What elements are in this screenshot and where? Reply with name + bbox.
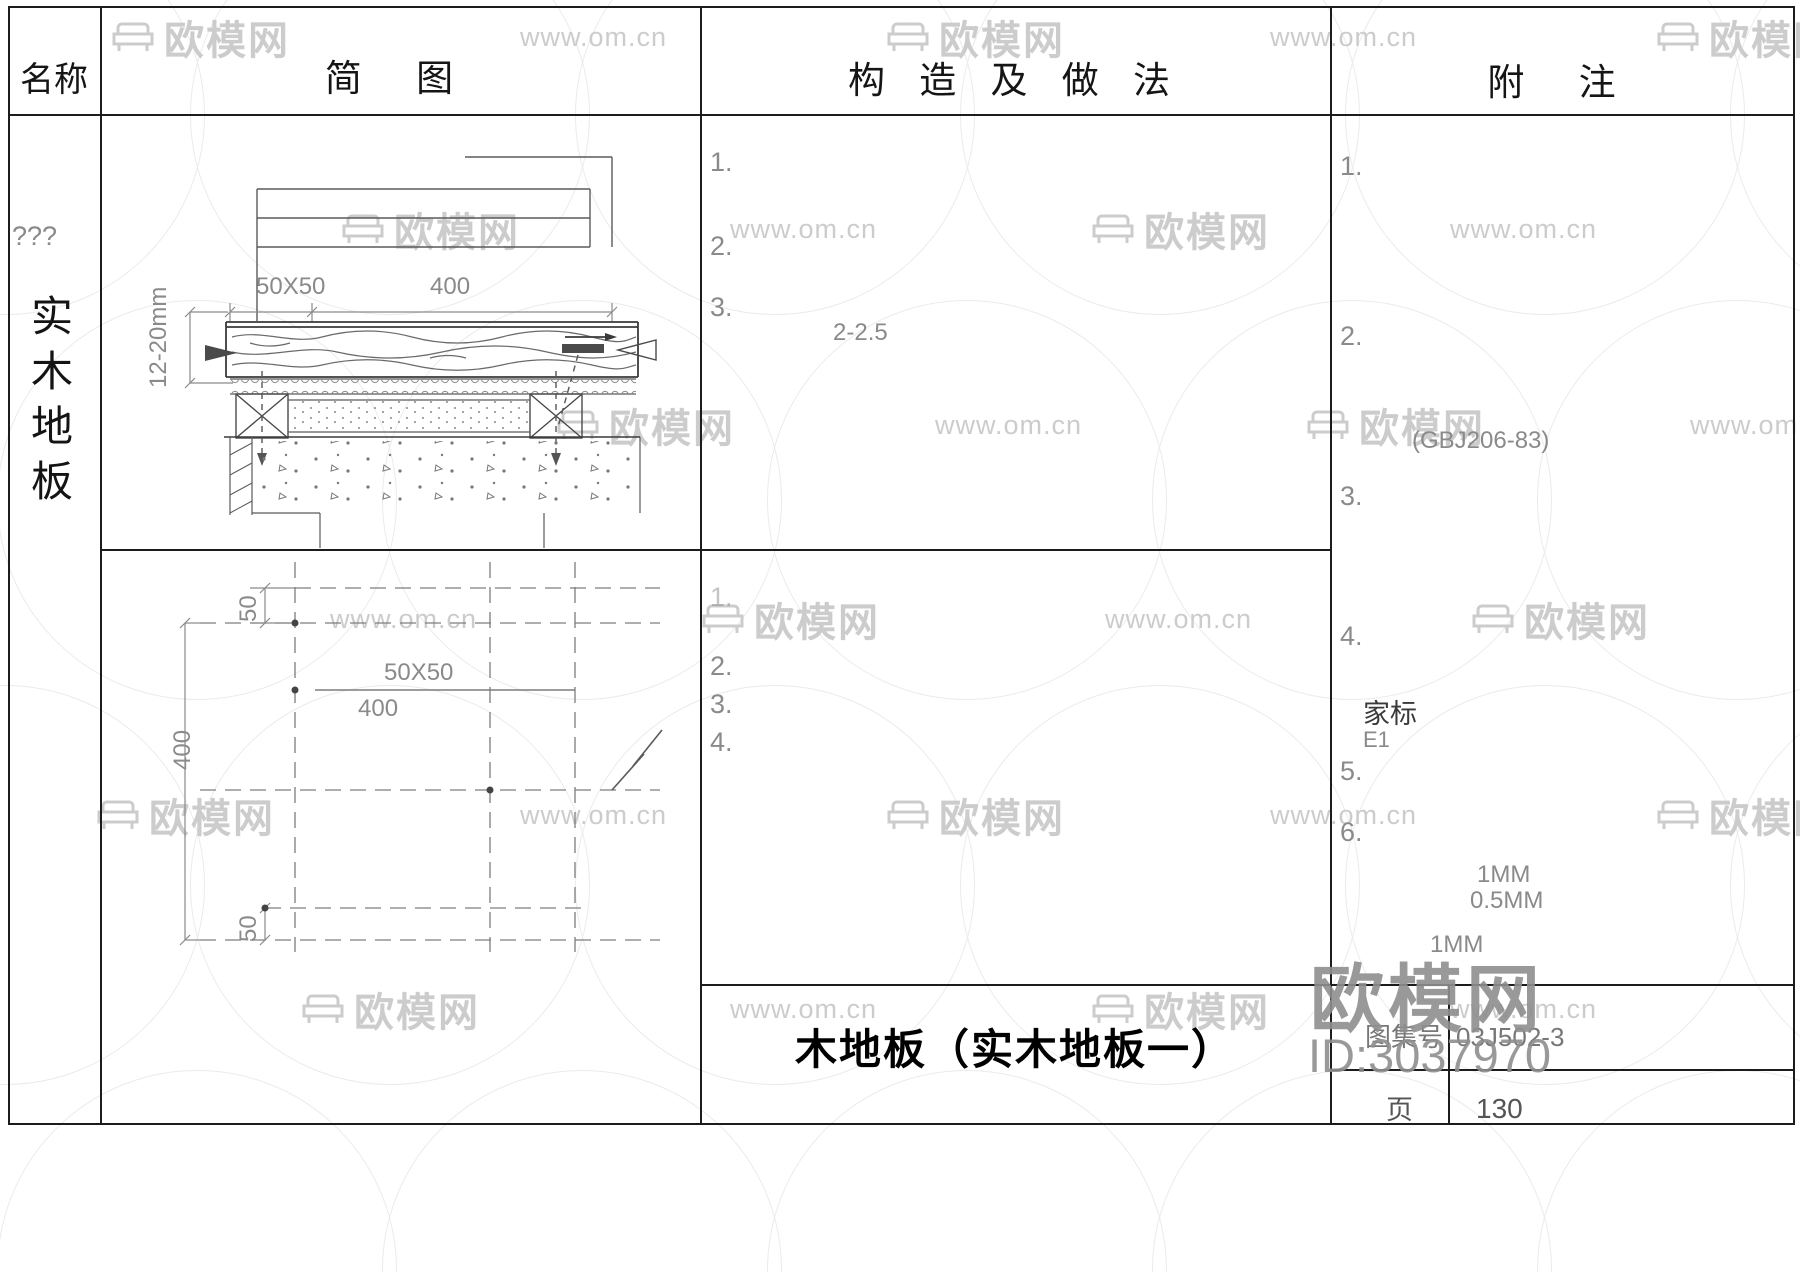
watermark-circle xyxy=(767,300,1167,700)
notes-gbj-code: (GBJ206-83) xyxy=(1412,427,1550,454)
method-top-item-2: 2. xyxy=(710,231,733,261)
notes-item-2: 2. xyxy=(1340,321,1363,351)
plan-grid-dashed xyxy=(200,562,660,952)
plan-break-mark xyxy=(611,729,663,791)
plan-dim-bottom: 50 xyxy=(235,915,262,942)
section-dim-span: 400 xyxy=(430,273,471,300)
plan-dimensions xyxy=(179,582,295,946)
watermark-circle xyxy=(1537,300,1800,700)
border-right xyxy=(1793,6,1795,1125)
name-char-1: 实 xyxy=(30,293,73,340)
notes-item-3: 3. xyxy=(1340,481,1363,511)
section-detail-drawing xyxy=(184,156,657,548)
col-divider-name xyxy=(100,6,102,1125)
annotation-leader-lines xyxy=(256,156,613,321)
notes-mm-c: 1MM xyxy=(1430,931,1484,958)
header-divider xyxy=(8,114,1795,116)
border-top xyxy=(8,6,1795,8)
plan-dim-batten: 50X50 xyxy=(384,659,454,686)
plan-detail-drawing xyxy=(179,562,663,952)
notes-item-1: 1. xyxy=(1340,151,1363,181)
section-thickness-dimension xyxy=(184,306,233,389)
header-name: 名称 xyxy=(20,61,88,99)
section-dim-batten: 50X50 xyxy=(256,273,326,300)
notes-standard: 家标 xyxy=(1363,699,1417,729)
section-dim-thickness: 12-20mm xyxy=(145,286,172,388)
plan-dim-h: 400 xyxy=(358,695,399,722)
method-top-item-1: 1. xyxy=(710,147,733,177)
watermark-brand-large: 欧模网 xyxy=(1310,958,1544,1041)
sheet-title: 木地板（实木地板一） xyxy=(794,1026,1235,1073)
floor-boards-outline xyxy=(225,321,639,378)
notes-mm-a: 1MM xyxy=(1477,861,1531,888)
name-char-3: 地 xyxy=(30,403,73,450)
watermark-circle xyxy=(1730,0,1800,315)
header-notes: 附 注 xyxy=(1487,62,1638,103)
col-divider-notes xyxy=(1330,6,1332,1125)
name-unknown-text: ??? xyxy=(12,221,58,251)
break-mark-left xyxy=(205,345,237,361)
underlay-layer xyxy=(230,378,636,395)
name-char-4: 板 xyxy=(30,458,73,505)
atlas-label: 图集号 xyxy=(1365,1022,1444,1052)
header-sketch: 简 图 xyxy=(324,58,476,99)
header-method: 构 造 及 做 法 xyxy=(847,60,1183,101)
atlas-number: 03J502-3 xyxy=(1456,1022,1565,1052)
notes-item-5: 5. xyxy=(1340,756,1363,786)
watermark-circle xyxy=(382,1070,782,1272)
plan-dim-top: 50 xyxy=(235,595,262,622)
section-lower-lines xyxy=(252,512,545,548)
board-direction-arrow xyxy=(562,333,617,353)
method-bottom-item-2: 2. xyxy=(710,651,733,681)
method-bottom-item-3: 3. xyxy=(710,689,733,719)
notes-mm-b: 0.5MM xyxy=(1470,887,1544,914)
plan-dim-v: 400 xyxy=(169,729,196,770)
break-mark-right xyxy=(615,339,657,361)
page-label: 页 xyxy=(1386,1095,1413,1125)
titleblock-col-divider xyxy=(1448,984,1450,1125)
border-bottom xyxy=(8,1123,1795,1125)
method-bottom-item-4: 4. xyxy=(710,727,733,757)
notes-item-4: 4. xyxy=(1340,621,1363,651)
watermark-circle xyxy=(960,0,1360,315)
method-top-note: 2-2.5 xyxy=(833,319,888,346)
border-left xyxy=(8,6,10,1125)
watermark-circle xyxy=(1537,1070,1800,1272)
col-divider-sketch xyxy=(700,6,702,1125)
ground-slab xyxy=(224,436,641,515)
notes-item-6: 6. xyxy=(1340,817,1363,847)
page-number: 130 xyxy=(1476,1093,1523,1124)
method-bottom-item-1: 1. xyxy=(710,582,733,612)
watermark-circle xyxy=(1730,685,1800,1085)
infill-band xyxy=(288,399,530,433)
notes-standard-code: E1 xyxy=(1363,727,1390,752)
row-divider-footer xyxy=(700,984,1795,986)
row-divider-mid xyxy=(100,549,1332,551)
method-top-item-3: 3. xyxy=(710,292,733,322)
plan-node-dots xyxy=(261,619,494,912)
watermark-id: ID:3037970 xyxy=(1308,1029,1552,1082)
watermark-circle xyxy=(1345,0,1745,315)
watermark-circle xyxy=(767,1070,1167,1272)
name-char-2: 木 xyxy=(30,348,73,395)
section-top-dimension xyxy=(224,303,618,322)
watermark-circle xyxy=(0,1070,397,1272)
titleblock-row-divider xyxy=(1330,1069,1795,1071)
